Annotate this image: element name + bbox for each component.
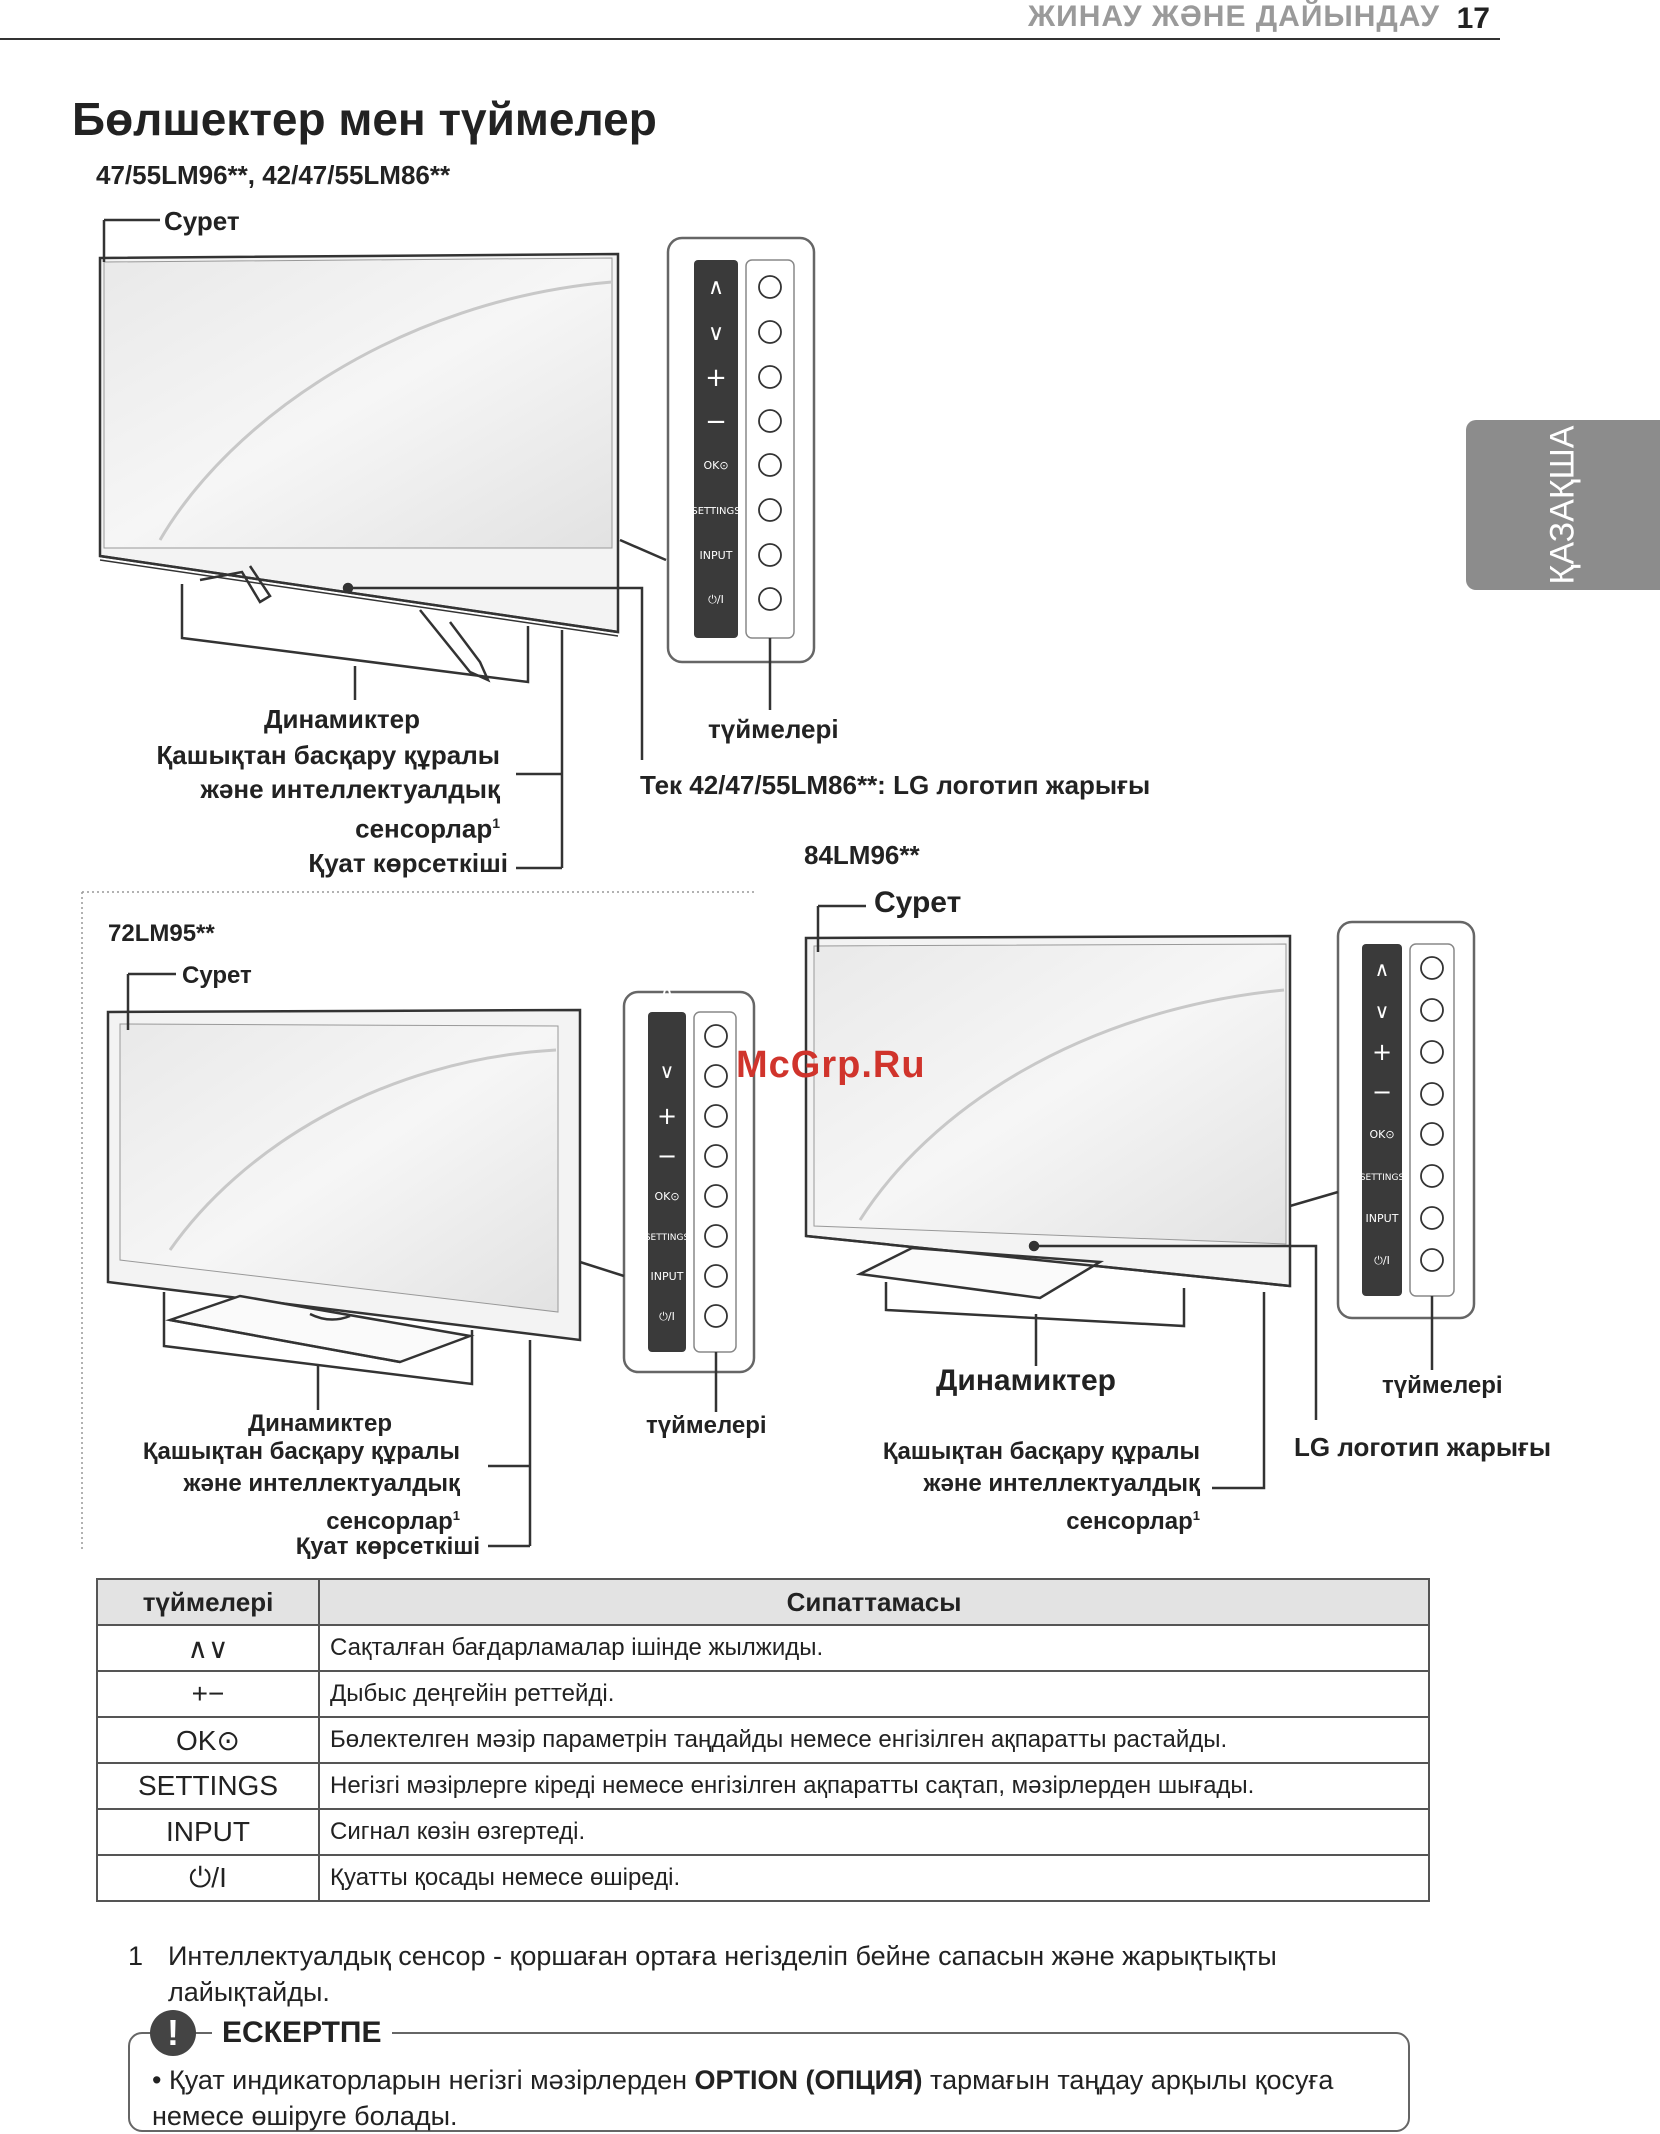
up-icon: ∧	[1375, 957, 1390, 981]
page-title: Бөлшектер мен түймелер	[72, 93, 657, 145]
minus-icon: −	[657, 1142, 677, 1170]
panel-a-settings: SETTINGS	[691, 506, 740, 517]
model-c-footnote-ref: 1	[1192, 1508, 1200, 1523]
up-icon: ∧	[660, 977, 675, 1001]
model-c-buttons-label: түймелері	[1382, 1372, 1503, 1399]
model-c-logo-label: LG логотип жарығы	[1294, 1432, 1552, 1462]
model-b-buttons-label: түймелері	[646, 1412, 767, 1439]
model-b-picture-label: Сурет	[182, 962, 252, 989]
panel-a-input: INPUT	[700, 549, 733, 562]
table-desc: Сигнал көзін өзгертеді.	[318, 1808, 1430, 1856]
model-a-sensors-line2: және интеллектуалдық	[200, 774, 500, 804]
table-key: OK⊙	[96, 1716, 320, 1764]
table-desc: Сақталған бағдарламалар ішінде жылжиды.	[318, 1624, 1430, 1672]
minus-icon: −	[1372, 1078, 1392, 1106]
model-c-sensors-label: Қашықтан басқару құралы және интеллектуа…	[800, 1436, 1200, 1538]
note-option: OPTION (ОПЦИЯ)	[694, 2065, 923, 2095]
page-number: 17	[1456, 2, 1490, 35]
model-b-speakers-label: Динамиктер	[248, 1410, 392, 1437]
plus-icon: +	[657, 1102, 677, 1130]
table-row: ∧∨Сақталған бағдарламалар ішінде жылжиды…	[96, 1624, 1430, 1672]
panel-b-settings: SETTINGS	[645, 1233, 690, 1243]
tv-diagrams: ∧ ∨ + − ∧ ∨ + − ∧ ∨ + − OK⊙ SETTINGS INP…	[81, 218, 1476, 1552]
model-a-footnote-ref: 1	[492, 815, 500, 831]
plus-icon: +	[1372, 1038, 1392, 1066]
model-b-sensors-label: Қашықтан басқару құралы және интеллектуа…	[80, 1436, 460, 1538]
model-c-picture-label: Сурет	[874, 886, 962, 919]
table-key: ∧∨	[96, 1624, 320, 1672]
table-key: ⏻/I	[96, 1854, 320, 1902]
down-icon: ∨	[660, 1059, 675, 1083]
tv-a-drawing	[98, 252, 620, 683]
up-icon: ∧	[708, 275, 724, 300]
panel-c-input: INPUT	[1366, 1212, 1399, 1225]
note-bullet: •	[152, 2065, 162, 2095]
model-b-footnote-ref: 1	[452, 1508, 460, 1523]
table-desc: Дыбыс деңгейін реттейді.	[318, 1670, 1430, 1718]
model-c-sensors-line1: Қашықтан басқару құралы	[882, 1438, 1200, 1465]
table-header-buttons: түймелері	[96, 1578, 320, 1626]
model-a-sensors-line3: сенсорлар	[355, 813, 493, 844]
model-a-power-label: Қуат көрсеткіші	[308, 848, 508, 878]
footnote-number: 1	[128, 1941, 144, 1971]
table-header-description: Сипаттамасы	[318, 1578, 1430, 1626]
note-title: ЕСКЕРТПЕ	[212, 2016, 392, 2050]
panel-c-settings: SETTINGS	[1360, 1173, 1405, 1183]
footnote: 1 Интеллектуалдық сенсор - қоршаған орта…	[128, 1938, 1328, 2010]
model-a-sensors-line1: Қашықтан басқару құралы	[156, 740, 500, 770]
tv-b-drawing	[106, 1008, 582, 1364]
footnote-text: Интеллектуалдық сенсор - қоршаған ортаға…	[168, 1941, 1277, 2007]
table-row: +−Дыбыс деңгейін реттейді.	[96, 1670, 1430, 1718]
note-text: • Қуат индикаторларын негізгі мәзірлерде…	[152, 2062, 1372, 2134]
model-b-sensors-line3: сенсорлар	[326, 1508, 453, 1535]
panel-b-input: INPUT	[651, 1270, 684, 1283]
panel-a-ok: OK⊙	[703, 459, 728, 472]
table-desc: Негізгі мәзірлерге кіреді немесе енгізіл…	[318, 1762, 1430, 1810]
plus-icon: +	[705, 363, 727, 393]
note-text-before: Қуат индикаторларын негізгі мәзірлерден	[168, 2065, 688, 2095]
table-desc: Бөлектелген мәзір параметрін таңдайды не…	[318, 1716, 1430, 1764]
down-icon: ∨	[1375, 999, 1390, 1023]
model-b-name: 72LM95**	[108, 920, 215, 947]
note-box	[128, 2032, 1410, 2132]
note-text-after: тармағын таңдау арқылы қосуға немесе өші…	[152, 2065, 1334, 2131]
model-a-sensors-label: Қашықтан басқару құралы және интеллектуа…	[100, 738, 500, 846]
buttons-table: түймелері Сипаттамасы ∧∨Сақталған бағдар…	[96, 1578, 1430, 1902]
exclamation-icon: !	[150, 2010, 196, 2056]
minus-icon: −	[705, 407, 727, 437]
panel-c-power: ⏻/I	[1374, 1254, 1390, 1267]
model-c-speakers-label: Динамиктер	[936, 1364, 1116, 1397]
header-rule	[0, 38, 1500, 40]
model-c-name: 84LM96**	[804, 840, 920, 870]
tv-c-drawing	[804, 934, 1292, 1300]
table-key: INPUT	[96, 1808, 320, 1856]
table-desc: Қуатты қосады немесе өшіреді.	[318, 1854, 1430, 1902]
model-b-sensors-line1: Қашықтан басқару құралы	[142, 1438, 460, 1465]
section-title: ЖИНАУ ЖӘНЕ ДАЙЫНДАУ	[1028, 0, 1440, 33]
language-tab: ҚАЗАҚША	[1466, 420, 1660, 590]
model-a-logo-label: Тек 42/47/55LM86**: LG логотип жарығы	[640, 770, 1151, 800]
model-a-picture-label: Сурет	[164, 206, 240, 236]
table-header-row: түймелері Сипаттамасы	[96, 1578, 1430, 1626]
panel-a-power: ⏻/I	[708, 593, 724, 606]
table-row: OK⊙Бөлектелген мәзір параметрін таңдайды…	[96, 1716, 1430, 1764]
down-icon: ∨	[708, 321, 724, 346]
model-a-speakers-label: Динамиктер	[264, 704, 420, 734]
model-b-sensors-line2: және интеллектуалдық	[183, 1470, 460, 1497]
model-b-power-label: Қуат көрсеткіші	[295, 1533, 480, 1560]
table-key: +−	[96, 1670, 320, 1718]
table-key: SETTINGS	[96, 1762, 320, 1810]
panel-c-ok: OK⊙	[1369, 1128, 1394, 1141]
panel-b-power: ⏻/I	[659, 1310, 675, 1323]
model-a-name: 47/55LM96**, 42/47/55LM86**	[96, 160, 451, 190]
panel-b-ok: OK⊙	[654, 1190, 679, 1203]
model-c-sensors-line3: сенсорлар	[1066, 1508, 1193, 1535]
model-c-sensors-line2: және интеллектуалдық	[923, 1470, 1200, 1497]
model-a-buttons-label: түймелері	[708, 714, 839, 744]
watermark: McGrp.Ru	[736, 1044, 926, 1086]
